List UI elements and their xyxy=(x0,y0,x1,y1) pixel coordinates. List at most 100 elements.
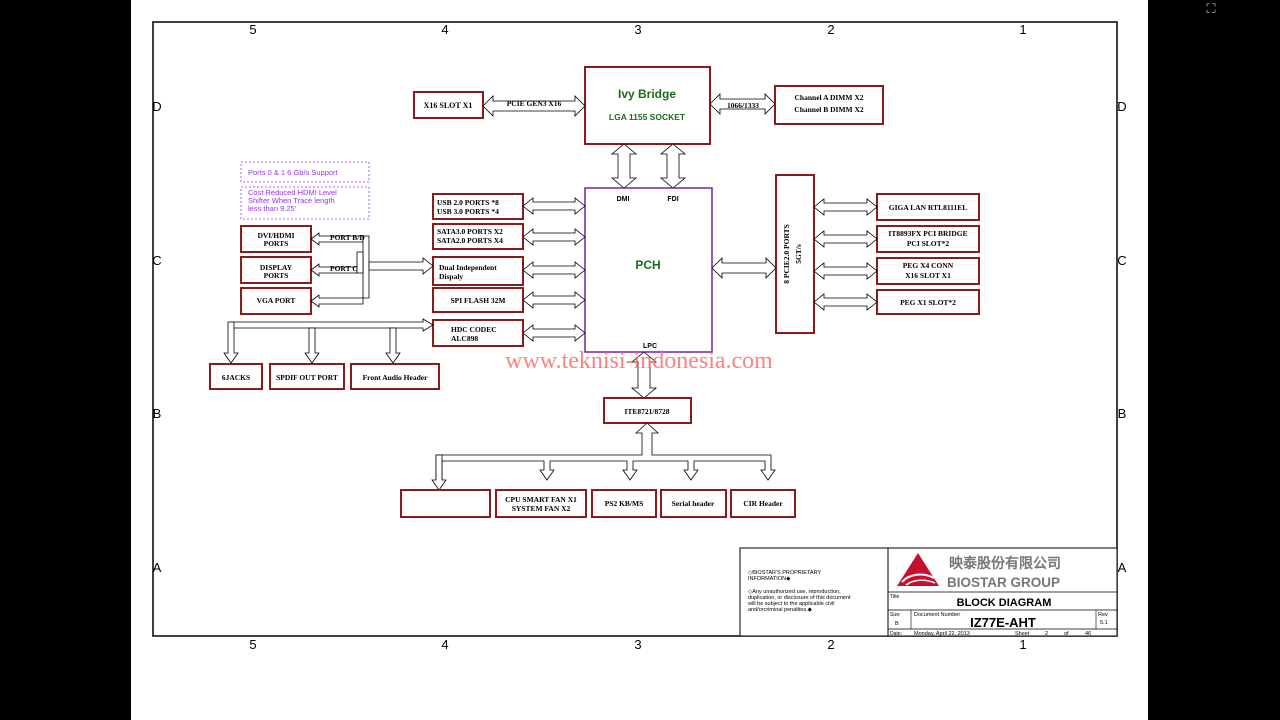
display-bus-to-engine xyxy=(368,257,434,275)
usb-arrow xyxy=(522,197,586,215)
pcie-gen3-arrow xyxy=(482,95,586,117)
sata-arrow xyxy=(522,228,586,246)
size-value: B xyxy=(895,621,899,627)
schematic-page: 5 4 3 2 1 5 4 3 2 1 D C B A D C B A Ivy … xyxy=(131,0,1148,720)
date-label: Date: xyxy=(890,631,902,637)
audio-6jacks-arrow xyxy=(223,321,239,364)
zone-right-b: B xyxy=(1118,406,1127,421)
of-value: 46 xyxy=(1085,631,1091,637)
cir-block xyxy=(730,489,796,518)
spdif-block xyxy=(269,363,345,390)
zone-right-a: A xyxy=(1118,560,1127,575)
memory-speed-label: 1066/1333 xyxy=(727,101,759,110)
vga-block xyxy=(240,287,312,315)
pch-pcie-arrow xyxy=(711,257,777,279)
superio-tree xyxy=(435,422,776,481)
codec-arrow xyxy=(522,324,586,342)
cpu-block xyxy=(584,66,711,145)
memory-arrow xyxy=(709,93,776,115)
front-audio-block xyxy=(350,363,440,390)
audio-front-arrow xyxy=(385,327,401,364)
serial-block xyxy=(660,489,727,518)
zone-bottom-5: 5 xyxy=(249,637,256,652)
vga-arrow xyxy=(310,294,364,308)
port-bd-label: PORT B/D xyxy=(330,233,365,242)
pch-name: PCH xyxy=(635,258,660,272)
sheet-value: 2 xyxy=(1045,631,1048,637)
sheet-label: Sheet xyxy=(1015,631,1030,637)
6jacks-block xyxy=(209,363,263,390)
pcie-ports-block xyxy=(775,174,815,334)
zone-top-2: 2 xyxy=(827,22,834,37)
zone-top-1: 1 xyxy=(1019,22,1026,37)
display-arrow xyxy=(522,261,586,279)
zone-bottom-2: 2 xyxy=(827,637,834,652)
note-hdmi-line2: Shifter When Trace length xyxy=(248,196,335,205)
fdi-arrow xyxy=(659,143,687,189)
cpu-name: Ivy Bridge xyxy=(618,87,676,101)
peg-x1-label: PEG X1 SLOT*2 xyxy=(900,298,956,307)
peg-x1-arrow xyxy=(813,293,878,311)
dimm-line2: Channel B DIMM X2 xyxy=(794,105,864,114)
zone-left-a: A xyxy=(153,560,162,575)
sata-line2: SATA2.0 PORTS X4 xyxy=(437,236,503,245)
peg-x4-line1: PEG X4 CONN xyxy=(903,261,954,270)
company-name-en: BIOSTAR GROUP xyxy=(947,575,1060,590)
sata-line1: SATA3.0 PORTS X2 xyxy=(437,227,503,236)
pcie-ports-line2: 5GT/s xyxy=(794,244,803,264)
zone-left-c: C xyxy=(152,253,161,268)
pcie-ports-line1: 8 PCIE2.0 PORTS xyxy=(782,224,791,284)
lan-label: GIGA LAN RTL8111EL xyxy=(889,203,968,212)
left-devices: USB 2.0 PORTS *8 USB 3.0 PORTS *4 SATA3.… xyxy=(432,193,524,347)
front-audio-label: Front Audio Header xyxy=(363,373,429,382)
peg-x4-line2: X16 SLOT X1 xyxy=(905,271,951,280)
company-name-cn: 映泰股份有限公司 xyxy=(949,555,1061,572)
zone-left-d: D xyxy=(152,99,161,114)
notice-line3: will be subject to the applicable civil xyxy=(747,601,835,607)
title-label: Title xyxy=(890,594,899,600)
rev-value: 5.1 xyxy=(1100,620,1108,626)
zone-top-3: 3 xyxy=(634,22,641,37)
date-value: Monday, April 22, 2013 xyxy=(914,631,970,637)
zone-left-b: B xyxy=(153,406,162,421)
port-c-label: PORT C xyxy=(330,264,358,273)
dvi-hdmi-line1: DVI/HDMI xyxy=(257,231,294,240)
dimm-line1: Channel A DIMM X2 xyxy=(795,93,864,102)
display-bus-vertical-2 xyxy=(356,251,364,274)
6jacks-label: 6JACKS xyxy=(222,373,250,382)
pcie-gen3-label: PCIE GEN3 X16 xyxy=(507,99,562,108)
fan-block xyxy=(495,489,587,518)
serial-label: Serial header xyxy=(672,499,715,508)
watermark-text: www.teknisi-indonesia.com xyxy=(505,348,773,374)
displayport-line1: DISPLAY xyxy=(260,263,293,272)
zone-bottom-3: 3 xyxy=(634,637,641,652)
fan-line1: CPU SMART FAN X1 xyxy=(505,495,577,504)
peg-x1-block xyxy=(876,289,980,315)
biostar-logo xyxy=(897,553,939,586)
usb-line2: USB 3.0 PORTS *4 xyxy=(437,207,499,216)
lan-block xyxy=(876,193,980,221)
displayport-block xyxy=(240,256,312,284)
notice-line2: duplication, or disclosure of this docum… xyxy=(748,595,851,601)
display-engine-line2: Dispaly xyxy=(439,272,463,281)
displayport-line2: PORTS xyxy=(264,271,289,280)
display-engine-block xyxy=(432,256,524,286)
pch-lpc-label: LPC xyxy=(643,343,657,350)
zone-top-4: 4 xyxy=(441,22,448,37)
docnum-value: IZ77E-AHT xyxy=(970,615,1036,630)
proprietary-line2: INFORMATION◆ xyxy=(748,576,791,582)
docnum-label: Document Number xyxy=(914,612,960,618)
expand-icon[interactable]: ⛶ xyxy=(1206,2,1216,17)
note-sata-box xyxy=(240,161,370,183)
hd-codec-line2: ALC898 xyxy=(451,334,478,343)
display-bus-vertical-1 xyxy=(362,235,370,299)
size-label: Size xyxy=(890,612,900,618)
diagram-title: BLOCK DIAGRAM xyxy=(957,597,1052,609)
vga-label: VGA PORT xyxy=(257,296,296,305)
audio-spdif-arrow xyxy=(304,327,320,364)
pci-bridge-block xyxy=(876,225,980,253)
fan-line2: SYSTEM FAN X2 xyxy=(512,504,571,513)
display-engine-line1: Dual Independent xyxy=(439,263,497,272)
zone-bottom-4: 4 xyxy=(441,637,448,652)
pch-fdi-label: FDI xyxy=(667,196,678,203)
